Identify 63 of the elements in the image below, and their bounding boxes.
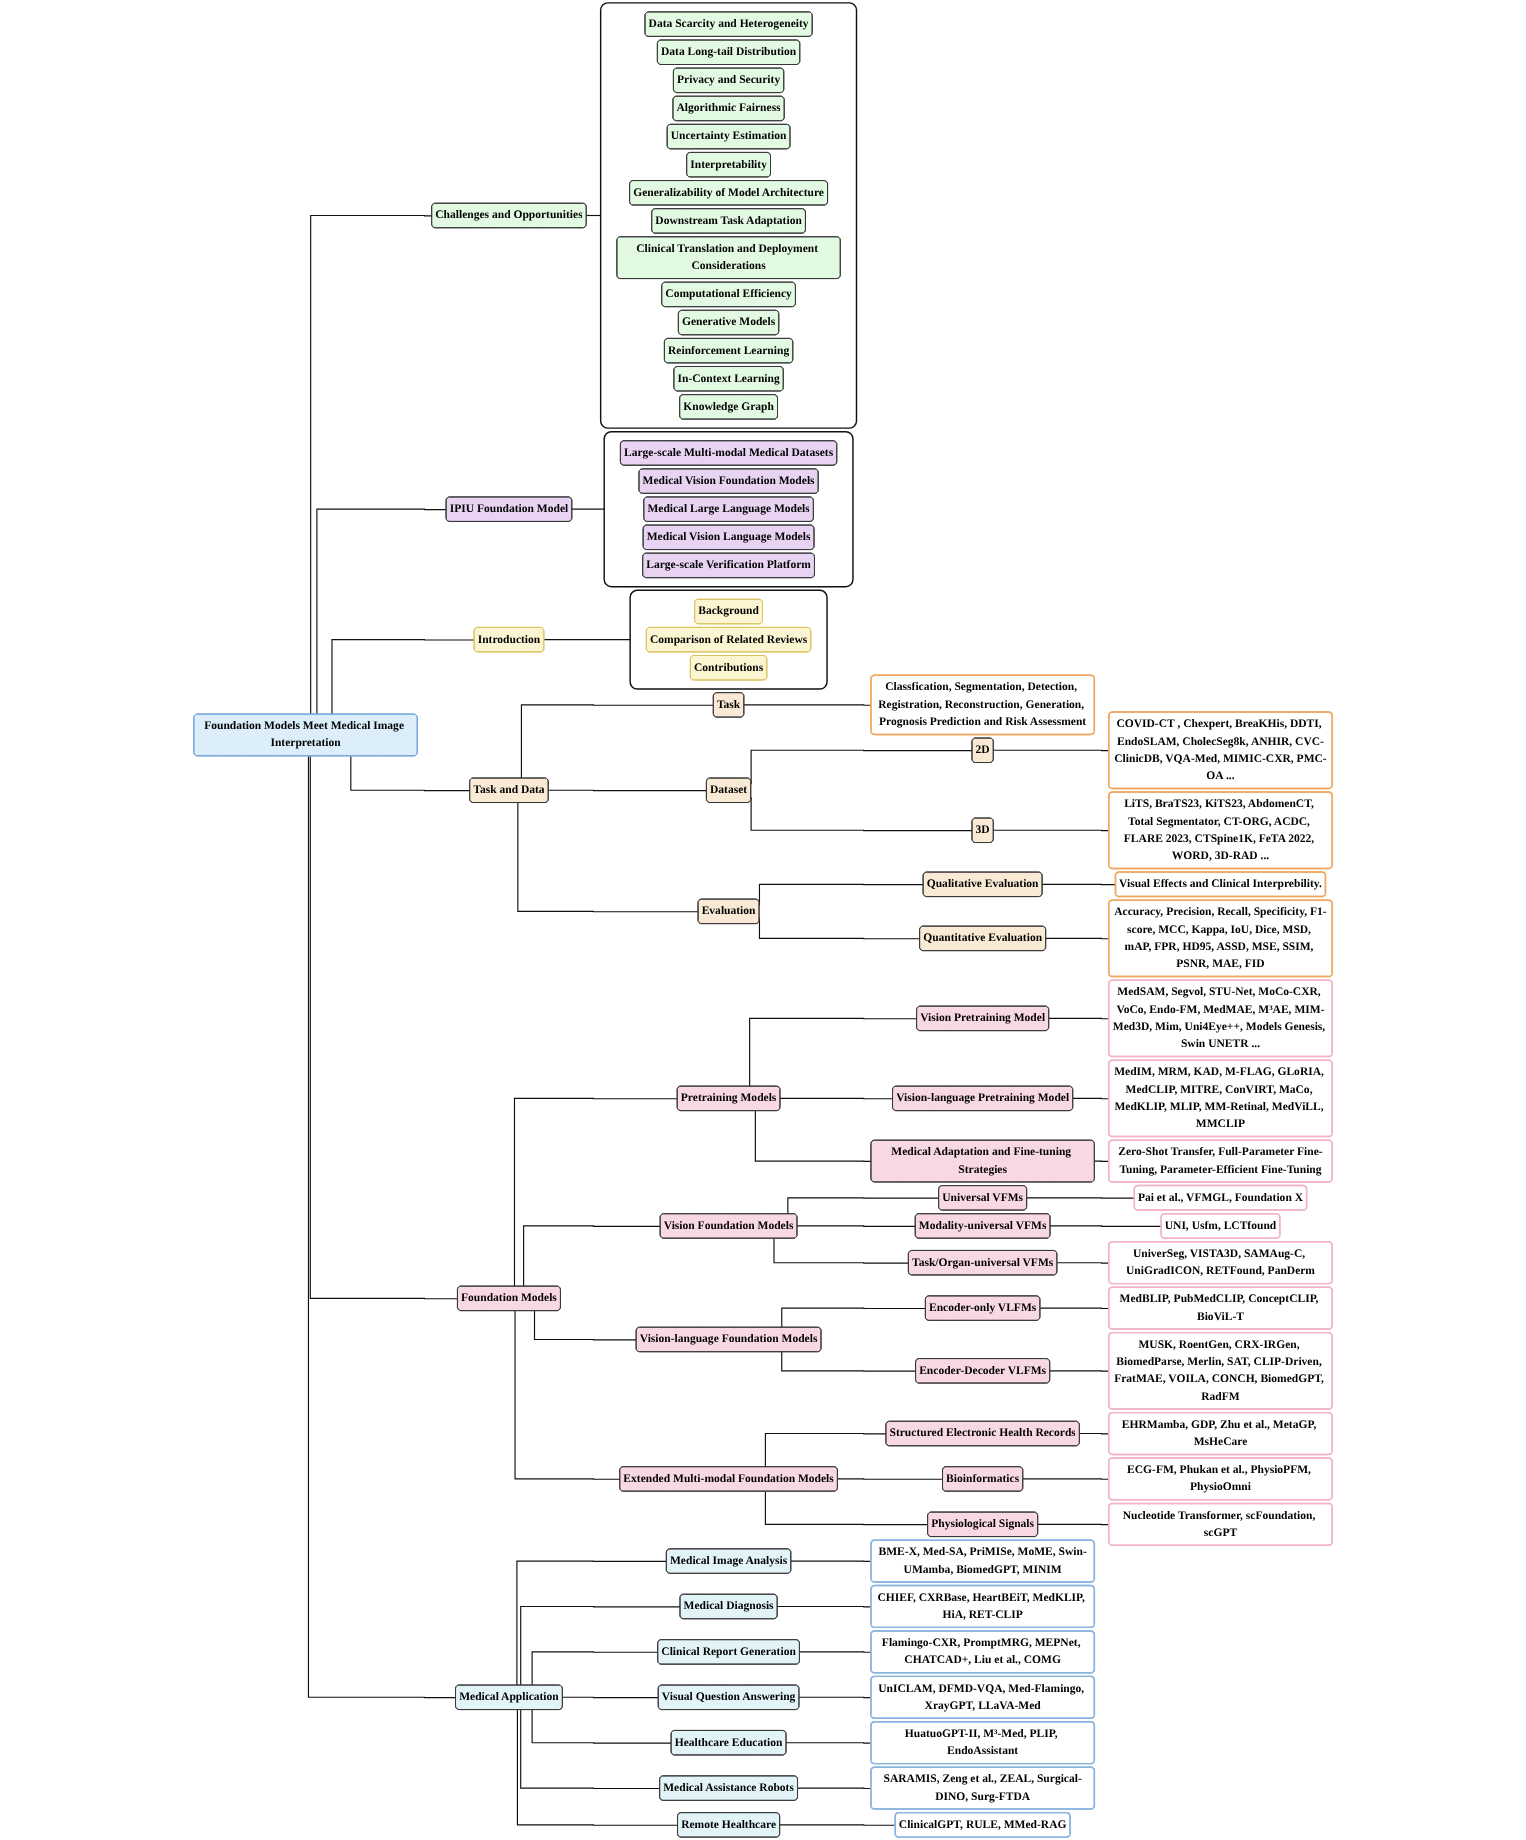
connector [799,1651,872,1653]
connector [531,1651,659,1686]
connector [750,749,973,785]
connector [520,1709,661,1790]
cluster [599,2,858,429]
connector [750,796,973,832]
connector [1037,1523,1110,1526]
connector [543,639,631,641]
connector [779,1824,897,1826]
connector [1094,1160,1110,1162]
connector [309,755,459,1300]
cluster [629,589,828,690]
connector [1049,1370,1110,1372]
connector [781,1351,917,1372]
connector [781,1307,927,1329]
connector [533,1310,638,1341]
connector [520,704,715,779]
connector [316,508,447,715]
connector [310,214,433,715]
connector [993,749,1110,752]
connector [749,1017,918,1088]
connector [796,1225,917,1227]
connector [1039,1307,1110,1310]
connector [764,1432,887,1468]
connector [350,755,471,792]
connector [514,1310,621,1480]
connector [1041,883,1117,886]
connector [548,789,708,792]
connector [562,1696,660,1699]
connector [785,1742,872,1744]
connector [520,1605,681,1686]
connector [754,1110,872,1162]
connector [1048,1017,1110,1020]
connector [516,1560,668,1686]
connector [758,917,921,940]
connector [571,508,605,510]
connector [517,802,699,913]
connector [516,1709,679,1826]
cluster [603,431,854,588]
connector [1056,1262,1110,1264]
connector [331,639,475,715]
connector [798,1696,872,1699]
connector [523,1225,662,1288]
connector [1022,1478,1110,1480]
connector [743,704,872,706]
connector [837,1478,944,1480]
connector [513,1097,679,1288]
connector [993,829,1110,832]
connector [764,1490,929,1526]
connector [773,1238,910,1264]
connector [797,1787,872,1790]
connector [787,1197,940,1215]
connector [307,755,457,1699]
connector [1049,1225,1163,1227]
connector [1045,937,1110,940]
connector [1072,1097,1110,1100]
connector [758,883,925,907]
connector [776,1605,872,1608]
connector [531,1709,673,1744]
connector [1079,1432,1110,1435]
connector [790,1560,872,1562]
connector [779,1097,894,1100]
connector [1026,1197,1136,1199]
